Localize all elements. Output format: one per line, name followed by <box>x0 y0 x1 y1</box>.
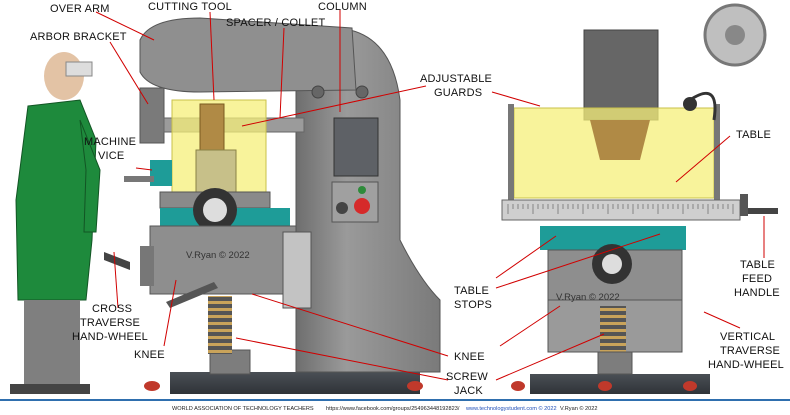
watermark-right: V.Ryan © 2022 <box>556 292 620 303</box>
label-over-arm: OVER ARM <box>50 3 110 15</box>
watermark-left: V.Ryan © 2022 <box>186 250 250 261</box>
left-knee <box>149 225 297 295</box>
right-cutter <box>590 120 650 160</box>
label-table-stops-2: STOPS <box>454 299 492 311</box>
footer-site[interactable]: www.technologystudent.com © 2022 <box>465 405 557 412</box>
label-machine-vice-1: MACHINE <box>84 136 136 148</box>
cross-traverse-handwheel <box>104 252 130 270</box>
label-screw-jack-2: JACK <box>454 385 483 397</box>
person-coat <box>15 99 97 301</box>
right-base <box>530 374 710 394</box>
label-cross-traverse-1: CROSS <box>92 303 132 315</box>
footer-bar <box>0 400 790 415</box>
label-table-stops-1: TABLE <box>454 285 489 297</box>
right-column-top <box>583 29 659 121</box>
footer-facebook[interactable]: https://www.facebook.com/groups/25496344… <box>326 406 460 412</box>
person-shoes <box>10 384 90 394</box>
gearbox <box>282 231 312 309</box>
right-foot-button-1 <box>511 381 525 391</box>
right-foot-button-3 <box>683 381 697 391</box>
label-spacer-collet: SPACER / COLLET <box>226 17 325 29</box>
leader-lines <box>95 10 765 381</box>
footer-org: WORLD ASSOCIATION OF TECHNOLOGY TEACHERS <box>172 406 314 412</box>
label-vertical-traverse-2: TRAVERSE <box>720 345 780 357</box>
table-feed-bar <box>748 208 778 214</box>
label-table-feed-1: TABLE <box>740 259 775 271</box>
right-handwheel-hub <box>602 254 622 274</box>
start-button <box>358 186 366 194</box>
right-plinth <box>597 351 633 375</box>
label-arbor-bracket: ARBOR BRACKET <box>30 31 127 43</box>
label-vertical-traverse-3: HAND-WHEEL <box>708 359 784 371</box>
footer-credit: V.Ryan © 2022 <box>560 405 598 412</box>
right-table <box>501 199 741 221</box>
knee-lever <box>166 282 218 308</box>
label-table-feed-2: FEED <box>742 273 772 285</box>
vice-jaw <box>195 149 237 193</box>
gear-wheel-hub <box>725 25 745 45</box>
left-screw-jack <box>208 296 232 354</box>
label-knee-left: KNEE <box>134 349 165 361</box>
label-vertical-traverse-1: VERTICAL <box>720 331 775 343</box>
knee-side-block <box>140 246 154 286</box>
label-adjustable-guards-2: GUARDS <box>434 87 482 99</box>
overarm-knob-2 <box>355 85 369 99</box>
right-foot-button-2 <box>598 381 612 391</box>
left-base <box>170 372 420 394</box>
right-guard-post-left <box>508 104 514 204</box>
coolant-lamp <box>683 97 697 111</box>
right-screw-jack <box>600 306 626 352</box>
table-handwheel-hub <box>203 198 227 222</box>
vice-bar <box>124 176 154 182</box>
label-cross-traverse-2: TRAVERSE <box>80 317 140 329</box>
label-column: COLUMN <box>318 1 367 13</box>
label-table: TABLE <box>736 129 771 141</box>
label-machine-vice-2: VICE <box>98 150 124 162</box>
machine-vice <box>150 160 172 186</box>
label-cross-traverse-3: HAND-WHEEL <box>72 331 148 343</box>
left-foot-button-2 <box>407 381 423 391</box>
label-adjustable-guards-1: ADJUSTABLE <box>420 73 492 85</box>
overarm-knob <box>311 85 325 99</box>
label-knee-right: KNEE <box>454 351 485 363</box>
dial <box>336 202 348 214</box>
right-guard-post-right <box>714 104 720 204</box>
left-foot-button-1 <box>144 381 160 391</box>
label-cutting-tool: CUTTING TOOL <box>148 1 232 13</box>
table-feed-handle <box>740 194 748 216</box>
coolant-hose <box>689 91 717 121</box>
left-over-arm <box>139 17 357 93</box>
switch-panel <box>331 181 379 223</box>
person-legs <box>24 300 80 386</box>
person-arm <box>79 119 101 233</box>
table-scale <box>507 204 734 214</box>
label-screw-jack-1: SCREW <box>446 371 488 383</box>
stop-button <box>354 198 370 214</box>
label-table-feed-3: HANDLE <box>734 287 780 299</box>
goggles <box>65 61 93 77</box>
control-panel <box>333 117 379 177</box>
